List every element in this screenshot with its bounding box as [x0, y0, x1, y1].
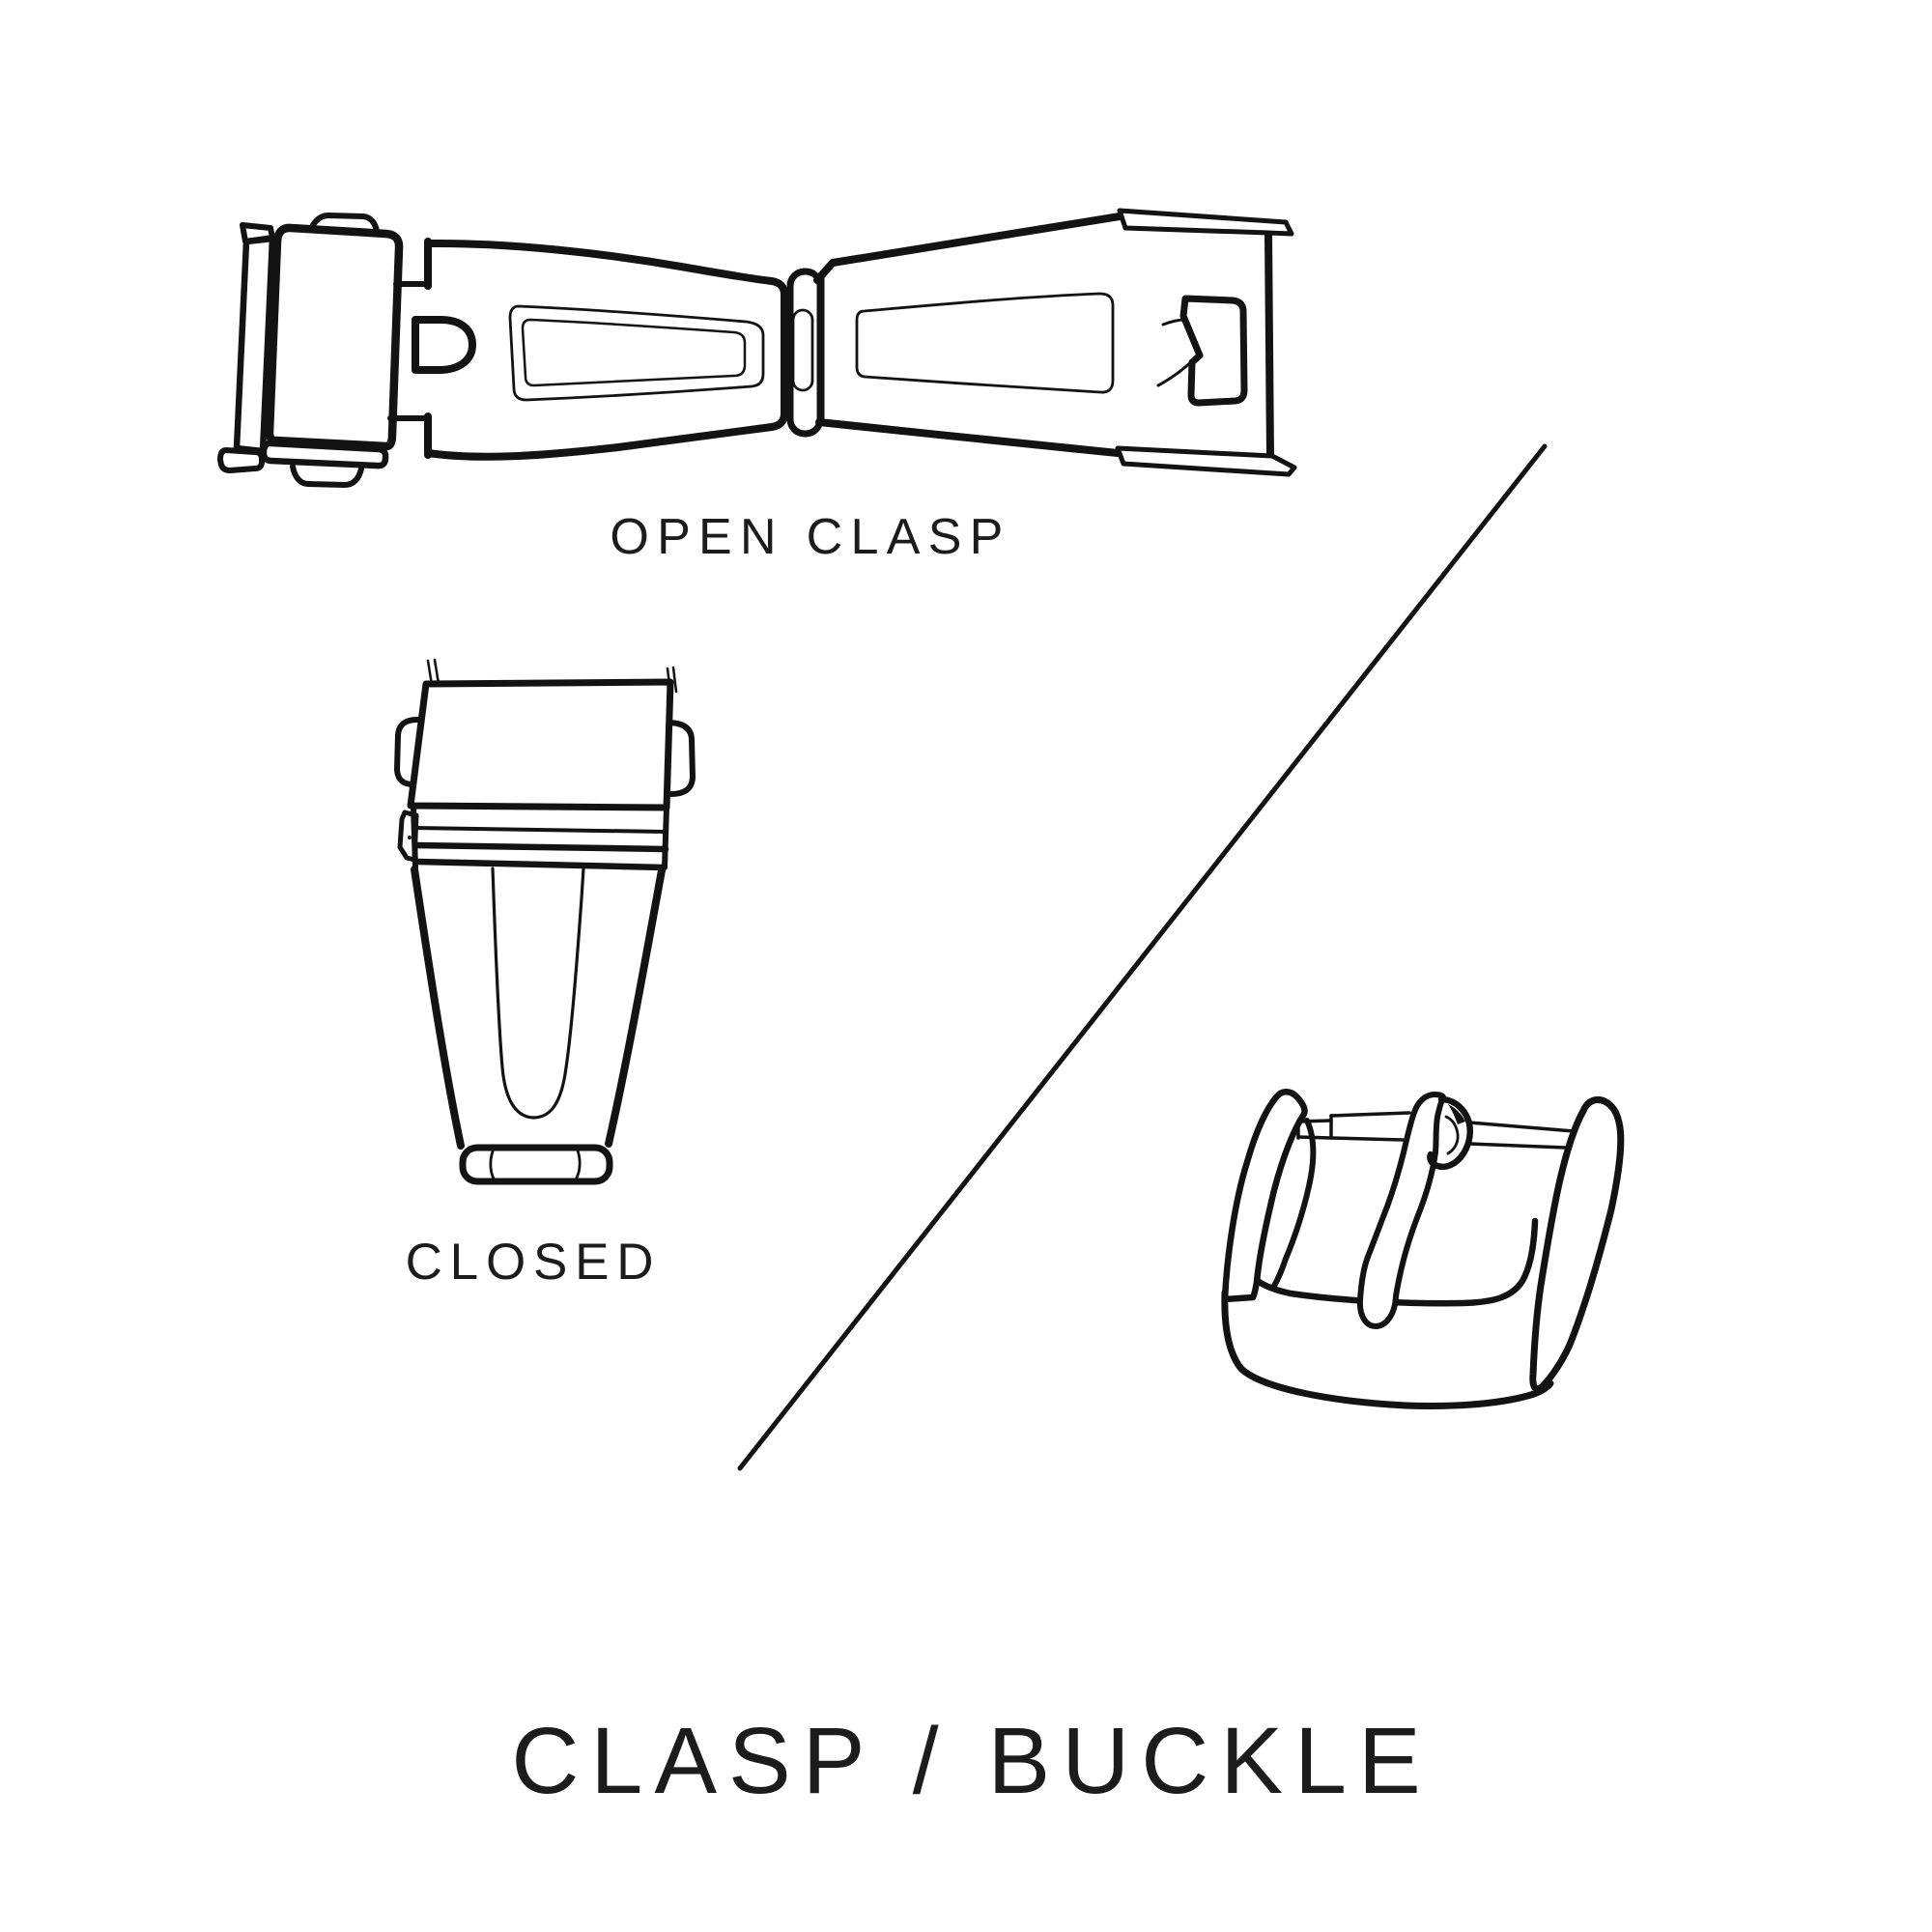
svg-text:OPEN CLASP: OPEN CLASP	[610, 509, 1010, 565]
svg-text:CLOSED: CLOSED	[406, 1234, 662, 1291]
svg-text:CLASP / BUCKLE: CLASP / BUCKLE	[511, 1708, 1432, 1813]
